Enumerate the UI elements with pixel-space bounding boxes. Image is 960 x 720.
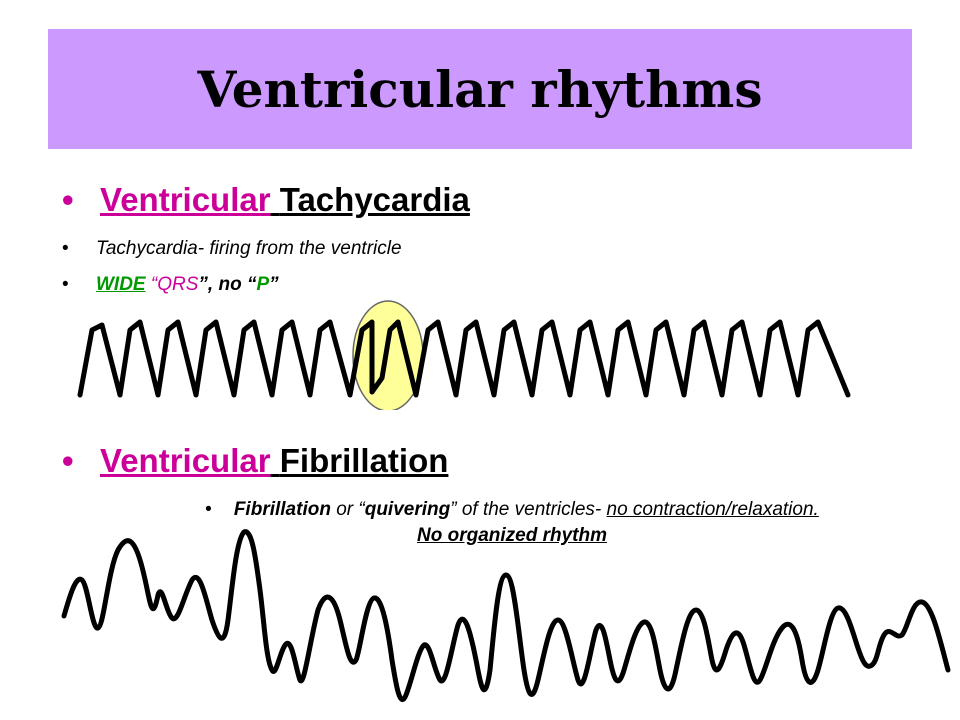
vf-heading-rest: Fibrillation — [279, 442, 449, 479]
bullet-dot-icon: • — [62, 274, 69, 295]
vf-waveform — [61, 529, 951, 703]
vt-wide-item: •WIDE “QRS”, no “P” — [62, 274, 279, 295]
vt-heading: • Ventricular Tachycardia — [62, 181, 470, 219]
qrs-label: QRS — [157, 274, 199, 295]
vt-desc-item: • Tachycardia- firing from the ventricle — [62, 238, 402, 260]
vt-desc: Tachycardia- firing from the ventricle — [96, 238, 402, 259]
bullet-dot-icon: • — [62, 442, 74, 479]
slide-title: Ventricular rhythms — [197, 59, 763, 119]
vf-heading: • Ventricular Fibrillation — [62, 442, 448, 480]
p-label: P — [256, 274, 270, 295]
no-contraction-text: no contraction/relaxation. — [606, 499, 819, 520]
bullet-dot-icon: • — [62, 181, 74, 218]
title-banner: Ventricular rhythms — [48, 29, 912, 149]
bullet-dot-icon: • — [62, 238, 69, 259]
vf-description: •Fibrillation or “quivering” of the vent… — [205, 499, 819, 546]
vt-heading-rest: Tachycardia — [279, 181, 470, 218]
fibrillation-word: Fibrillation — [233, 499, 331, 520]
no-organized-rhythm: No organized rhythm — [416, 525, 607, 546]
quivering-word: quivering — [364, 499, 451, 520]
vt-heading-prefix: Ventricular — [100, 181, 271, 218]
vt-waveform — [77, 300, 851, 410]
vf-trace — [61, 529, 951, 703]
vt-trace — [77, 319, 851, 398]
wide-label: WIDE — [96, 274, 146, 295]
vf-heading-prefix: Ventricular — [100, 442, 271, 479]
bullet-dot-icon: • — [205, 499, 212, 520]
